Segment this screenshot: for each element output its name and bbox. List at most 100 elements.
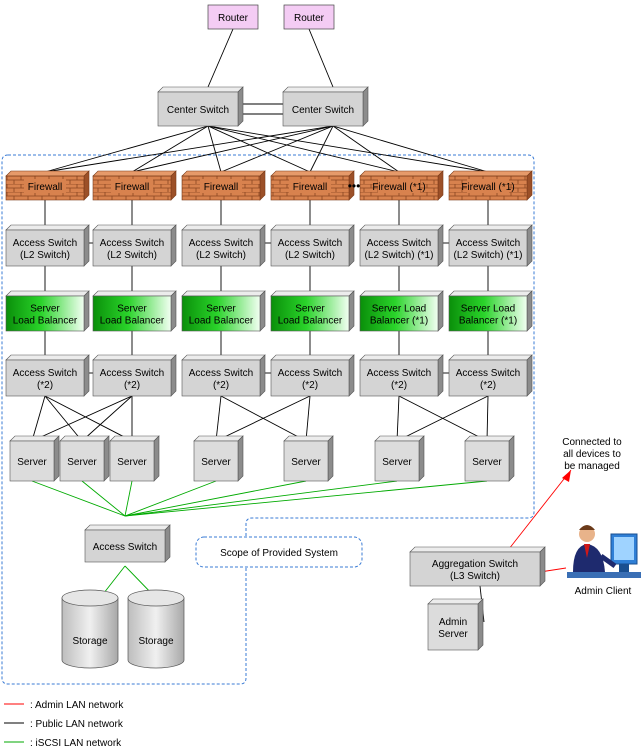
link-center-firewall	[220, 125, 334, 173]
access-switch-l2: Access Switch(L2 Switch)	[270, 224, 355, 267]
storage: Storage	[127, 589, 185, 669]
link-access-server	[31, 395, 133, 442]
admin-server-label: Admin	[439, 617, 467, 628]
access-switch-2-label: Access Switch	[100, 368, 164, 379]
admin-client-label: Admin Client	[575, 586, 632, 597]
legend-public-label: : Public LAN network	[30, 719, 124, 730]
server-label: Server	[117, 457, 147, 468]
link-center-firewall	[207, 125, 489, 173]
firewall: Firewall	[5, 170, 90, 201]
link-access-server	[81, 395, 133, 442]
access-switch-2-label: (*2)	[37, 380, 53, 391]
firewall-label: Firewall	[293, 182, 327, 193]
link-center-firewall	[131, 125, 334, 173]
server-label: Server	[382, 457, 412, 468]
aggregation-switch: Aggregation Switch(L3 Switch)	[409, 546, 546, 587]
server-load-balancer-label: Server	[295, 304, 325, 315]
firewall-label: Firewall	[115, 182, 149, 193]
link-access-server	[305, 395, 311, 442]
firewall: Firewall (*1)	[359, 170, 444, 201]
access-switch-2-label: (*2)	[391, 380, 407, 391]
server-load-balancer-label: Load Balancer	[13, 316, 78, 327]
center-switch-label: Center Switch	[292, 105, 354, 116]
storage-access-switch: Access Switch	[84, 524, 171, 563]
access-switch-2-label: (*2)	[302, 380, 318, 391]
firewall: Firewall (*1)	[448, 170, 533, 201]
access-switch-l2-label: Access Switch	[100, 238, 164, 249]
access-switch-2: Access Switch(*2)	[5, 354, 90, 397]
scope-label-box	[195, 536, 363, 568]
access-switch-l2-label: (L2 Switch) (*1)	[454, 250, 523, 261]
server: Server	[283, 435, 334, 482]
server-label: Server	[67, 457, 97, 468]
link-center-firewall	[332, 125, 489, 173]
firewall: Firewall	[270, 170, 355, 201]
link-center-firewall	[44, 125, 209, 173]
access-switch-l2-label: Access Switch	[189, 238, 253, 249]
access-switch-2-label: Access Switch	[278, 368, 342, 379]
link-center-firewall	[44, 125, 334, 173]
legend: : Admin LAN network : Public LAN network…	[4, 700, 124, 749]
link-server-storage-switch	[124, 480, 488, 517]
server-load-balancer-label: Server Load	[372, 304, 426, 315]
server: Server	[374, 435, 425, 482]
server-load-balancer-label: Balancer (*1)	[459, 316, 517, 327]
firewall-label: Firewall	[204, 182, 238, 193]
firewall-ellipsis: •••	[348, 179, 361, 193]
server-label: Server	[201, 457, 231, 468]
server: Server	[9, 435, 60, 482]
access-switch-2-label: (*2)	[124, 380, 140, 391]
link-server-storage-switch	[31, 480, 126, 517]
server-load-balancer-label: Server	[117, 304, 147, 315]
access-switch-l2-label: (L2 Switch)	[196, 250, 246, 261]
access-switch-l2: Access Switch(L2 Switch) (*1)	[359, 224, 444, 267]
link-center-firewall	[131, 125, 209, 173]
server-load-balancer-label: Balancer (*1)	[370, 316, 428, 327]
connected-note-line2: all devices to	[563, 449, 621, 460]
server-load-balancer-label: Server Load	[461, 304, 515, 315]
server: Server	[109, 435, 160, 482]
aggregation-switch-label: (L3 Switch)	[450, 571, 500, 582]
link-access-server	[215, 395, 311, 442]
server-load-balancer-label: Server	[30, 304, 60, 315]
server-load-balancer-label: Load Balancer	[189, 316, 254, 327]
link-access-server	[31, 395, 46, 442]
link-center-firewall	[207, 125, 400, 173]
connected-note-line1: Connected to	[562, 437, 622, 448]
link-server-storage-switch	[124, 480, 307, 517]
access-switch-2-label: Access Switch	[367, 368, 431, 379]
access-switch-2-label: Access Switch	[189, 368, 253, 379]
access-switch-2: Access Switch(*2)	[448, 354, 533, 397]
server: Server	[464, 435, 515, 482]
network-links	[31, 28, 572, 623]
access-switch-l2-label: (L2 Switch)	[107, 250, 157, 261]
server-load-balancer-label: Server	[206, 304, 236, 315]
access-switch-l2: Access Switch(L2 Switch)	[181, 224, 266, 267]
arrow-head	[562, 470, 571, 482]
center-switch-label: Center Switch	[167, 105, 229, 116]
access-switch-l2-label: (L2 Switch) (*1)	[365, 250, 434, 261]
access-switch-l2: Access Switch(L2 Switch)	[5, 224, 90, 267]
link-server-storage-switch	[124, 480, 133, 517]
link-center-firewall	[207, 125, 222, 173]
server-load-balancer-label: Load Balancer	[100, 316, 165, 327]
link-server-storage-switch	[124, 480, 398, 517]
server-label: Server	[472, 457, 502, 468]
access-switch-l2-label: Access Switch	[278, 238, 342, 249]
legend-iscsi-label: : iSCSI LAN network	[30, 738, 122, 749]
server-label: Server	[17, 457, 47, 468]
storage-label: Storage	[138, 636, 173, 647]
access-switch-l2: Access Switch(L2 Switch)	[92, 224, 177, 267]
router: Router	[207, 4, 259, 30]
router-label: Router	[294, 13, 325, 24]
access-switch-2: Access Switch(*2)	[181, 354, 266, 397]
link-access-server	[486, 395, 489, 442]
router: Router	[283, 4, 335, 30]
storage-label: Storage	[72, 636, 107, 647]
